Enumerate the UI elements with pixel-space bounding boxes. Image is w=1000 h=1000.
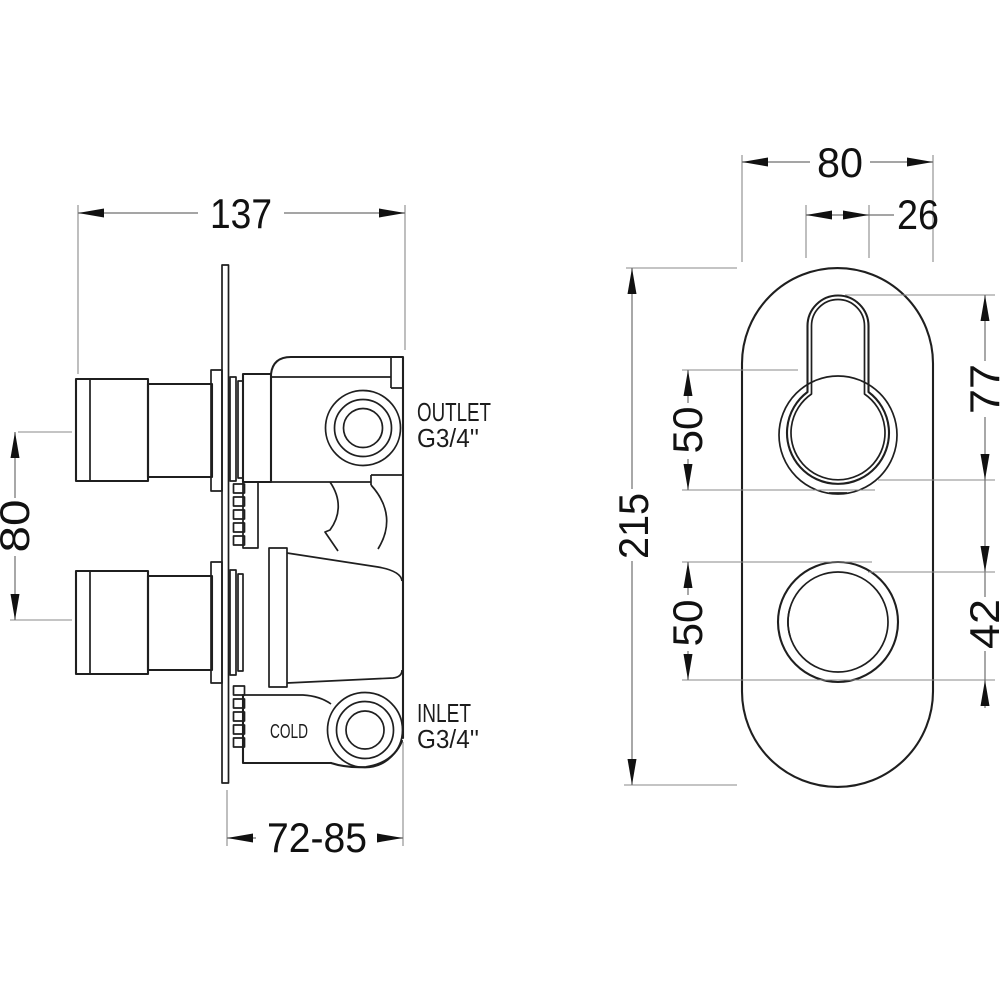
arrow-down bbox=[10, 594, 20, 620]
dim-text-137: 137 bbox=[210, 190, 272, 237]
wall-plate bbox=[221, 264, 230, 784]
dim-upper-centre: 50 bbox=[664, 369, 875, 491]
keyhole-control bbox=[778, 294, 898, 495]
valve-body bbox=[241, 355, 405, 769]
inlet-label: INLET bbox=[417, 698, 471, 728]
arrow-up bbox=[683, 562, 693, 588]
dim-text-80-front: 80 bbox=[817, 139, 863, 186]
arrow-down bbox=[683, 464, 693, 490]
arrow-left bbox=[806, 210, 832, 220]
inlet-thread-label: G3/4'' bbox=[417, 724, 479, 754]
face-plate bbox=[740, 267, 935, 788]
dim-install-depth: 72-85 bbox=[226, 742, 404, 861]
dim-knob-diameter: 42 bbox=[868, 546, 1000, 706]
dim-plate-width: 80 bbox=[741, 139, 934, 262]
outlet-port bbox=[324, 389, 402, 467]
inlet-port bbox=[326, 691, 404, 769]
cartridge-stem bbox=[242, 481, 259, 549]
cartridge-flange bbox=[268, 547, 288, 688]
dim-plate-height: 215 bbox=[610, 267, 737, 786]
threaded-collar bbox=[232, 483, 246, 748]
handle-escutcheon bbox=[210, 561, 223, 684]
body-notch bbox=[390, 357, 403, 389]
arrow-left bbox=[227, 833, 253, 843]
dim-overall-width: 137 bbox=[77, 190, 406, 374]
arrow-down bbox=[980, 454, 990, 480]
dim-text-215: 215 bbox=[610, 493, 657, 559]
knob-left-notch bbox=[787, 607, 791, 637]
dim-text-50-upper: 50 bbox=[664, 407, 711, 454]
dim-text-77: 77 bbox=[961, 364, 1000, 414]
arrow-up bbox=[683, 370, 693, 396]
cartridge-cone-bottom bbox=[286, 669, 403, 684]
front-view: 80 26 215 50 bbox=[610, 139, 1000, 788]
arrow-left bbox=[742, 157, 768, 167]
arrow-right bbox=[843, 210, 869, 220]
temperature-handle bbox=[74, 369, 244, 492]
arrow-down bbox=[980, 546, 990, 572]
dim-text-50-lower: 50 bbox=[664, 600, 711, 647]
flow-handle bbox=[74, 561, 244, 684]
dim-lower-centre: 50 bbox=[664, 561, 995, 681]
arrow-down bbox=[627, 759, 637, 785]
side-view: OUTLET G3/4'' INLET G3/4'' COLD 137 80 bbox=[0, 190, 491, 861]
arrow-right bbox=[907, 157, 933, 167]
dim-text-72-85: 72-85 bbox=[267, 814, 367, 861]
pipe-curve-inner bbox=[324, 481, 340, 552]
outlet-thread-label: G3/4'' bbox=[417, 423, 479, 453]
round-knob bbox=[776, 560, 900, 684]
dim-slot-width: 26 bbox=[805, 191, 939, 258]
keyhole-outer-ring bbox=[778, 375, 898, 495]
arrow-left bbox=[78, 208, 104, 218]
cartridge-cone-top bbox=[286, 552, 403, 582]
dim-text-42: 42 bbox=[961, 599, 1000, 649]
dim-keyhole-height: 77 bbox=[845, 294, 1000, 708]
arrow-up bbox=[627, 268, 637, 294]
cold-label: COLD bbox=[270, 721, 308, 743]
dim-handle-centres: 80 bbox=[0, 431, 72, 621]
handle-escutcheon bbox=[210, 369, 223, 492]
dim-text-26: 26 bbox=[897, 191, 939, 238]
arrow-up bbox=[10, 432, 20, 458]
outlet-label: OUTLET bbox=[417, 397, 491, 427]
arrow-up bbox=[980, 680, 990, 706]
pipe-curve-outer bbox=[370, 484, 388, 550]
arrow-down bbox=[683, 654, 693, 680]
arrow-up bbox=[980, 295, 990, 321]
dim-text-80-side: 80 bbox=[0, 500, 38, 553]
arrow-right bbox=[377, 833, 403, 843]
arrow-right bbox=[379, 208, 405, 218]
